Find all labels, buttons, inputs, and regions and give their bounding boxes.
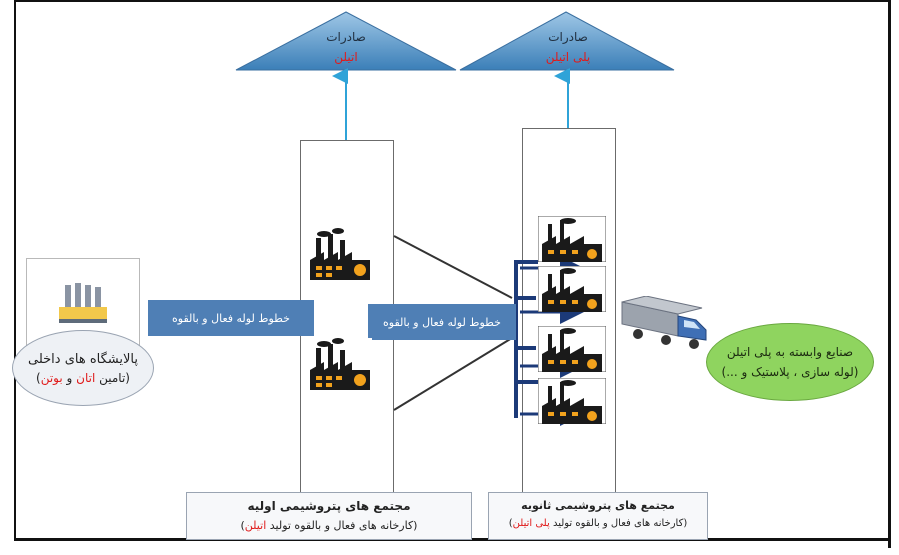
secondary-complex-box: مجتمع های پتروشیمی ثانویه (کارخانه های ف… (488, 492, 708, 540)
secondary-complex-title: مجتمع های پتروشیمی ثانویه (521, 499, 675, 512)
factory-icon (538, 326, 606, 372)
primary-complex-title: مجتمع های پتروشیمی اولیه (247, 499, 411, 513)
export-ethylene-label: صادرات اتیلن (326, 30, 366, 64)
domestic-refineries-ellipse: پالایشگاه های داخلی (تامین اتان و بوتن) (12, 330, 154, 406)
factory-icon (308, 228, 372, 280)
pipeline-left: خطوط لوله فعال و بالقوه (148, 300, 314, 336)
dependent-industries-title: صنایع وابسته به پلی اتیلن (726, 345, 854, 359)
frame-border-left (14, 0, 16, 540)
secondary-complex-subtitle: (کارخانه های فعال و بالقوه تولید پلی اتی… (508, 518, 688, 529)
truck-icon (621, 296, 707, 349)
frame-border-right (888, 0, 891, 548)
export-polyethylene-label: صادرات پلی اتیلن (545, 30, 591, 64)
factory-icon (538, 378, 606, 424)
domestic-refineries-subtitle: (تامین اتان و بوتن) (36, 370, 130, 385)
frame-border-top (14, 0, 890, 2)
factory-icon (308, 338, 372, 390)
factory-icon (538, 216, 606, 262)
dependent-industries-subtitle: (لوله سازی ، پلاستیک و ...) (721, 365, 859, 379)
refinery-icon (59, 283, 107, 323)
factory-icon (538, 266, 606, 312)
primary-complex-subtitle: (کارخانه های فعال و بالقوه تولید اتیلن) (240, 519, 418, 532)
dependent-industries-ellipse: صنایع وابسته به پلی اتیلن (لوله سازی ، پ… (706, 323, 874, 401)
pipeline-middle: خطوط لوله فعال و بالقوه (368, 304, 516, 340)
domestic-refineries-title: پالایشگاه های داخلی (28, 351, 138, 367)
primary-complex-box: مجتمع های پتروشیمی اولیه (کارخانه های فع… (186, 492, 472, 540)
